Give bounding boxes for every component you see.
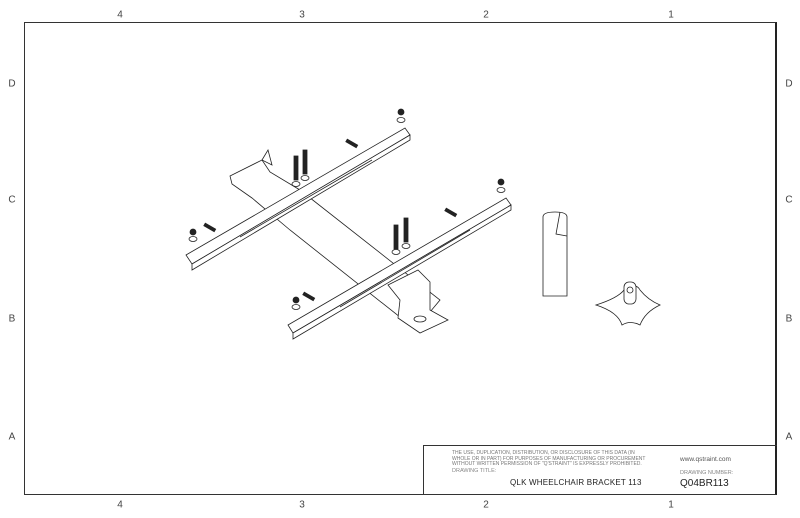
drawing-title-label: DRAWING TITLE: [452,468,497,474]
zone-row-right: D [785,78,793,90]
drawing-frame [24,22,777,495]
zone-row-left: C [8,194,16,206]
zone-col-top: 1 [668,9,674,21]
rail-upper [185,127,411,271]
zone-col-bottom: 1 [668,499,674,511]
drawing-number: Q04BR113 [680,478,729,489]
zone-row-left: A [8,431,16,443]
drawing-title: QLK WHEELCHAIR BRACKET 113 [510,478,642,487]
slotted-bar [542,211,568,297]
zone-col-bottom: 3 [299,499,305,511]
zone-row-left: D [8,78,16,90]
title-block: THE USE, DUPLICATION, DISTRIBUTION, OR D… [423,445,777,495]
zone-col-top: 3 [299,9,305,21]
zone-col-bottom: 4 [117,499,123,511]
proprietary-notice: THE USE, DUPLICATION, DISTRIBUTION, OR D… [452,450,646,468]
zone-col-top: 2 [483,9,489,21]
zone-row-left: B [8,313,16,325]
washers [188,117,506,310]
rail-lower [287,197,512,340]
corner-anchor-plate [594,281,661,326]
drawing-number-label: DRAWING NUMBER: [680,470,734,476]
floor-bracket [387,269,449,334]
website-link[interactable]: www.qstraint.com [680,456,731,463]
zone-row-right: B [785,313,793,325]
zone-col-bottom: 2 [483,499,489,511]
bolts [189,108,505,304]
zone-row-right: A [785,431,793,443]
zone-row-right: C [785,194,793,206]
zone-col-top: 4 [117,9,123,21]
